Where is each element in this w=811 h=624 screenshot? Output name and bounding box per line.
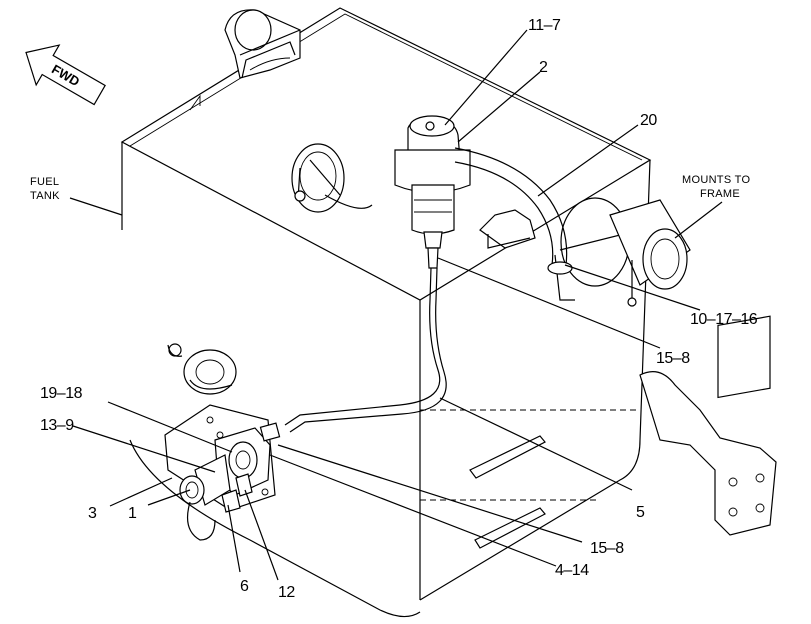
mounts-label-line1: MOUNTS TO <box>682 174 750 186</box>
right-mount-bracket <box>479 197 691 307</box>
forward-arrow-icon: FWD <box>25 44 106 106</box>
callout-6: 6 <box>240 578 249 595</box>
fuel-hose <box>284 267 447 433</box>
mounts-label-line2: FRAME <box>700 188 740 200</box>
tank-rails <box>469 435 546 549</box>
callout-2: 2 <box>539 59 548 76</box>
callout-12: 12 <box>278 584 295 601</box>
callout-13-9: 13–9 <box>40 417 74 434</box>
fuel-tank-label-line2: TANK <box>30 190 60 202</box>
callout-15-8-upper: 15–8 <box>656 350 690 367</box>
callout-3: 3 <box>88 505 97 522</box>
leader-lines <box>72 29 701 581</box>
drain-valve-assembly <box>164 343 281 541</box>
mounts-to-frame-note: MOUNTS TO FRAME <box>674 174 750 239</box>
callout-11-7: 11–7 <box>528 17 561 34</box>
fuel-tank-label-line1: FUEL <box>30 176 59 188</box>
callout-20: 20 <box>640 112 657 129</box>
frame-bracket <box>639 315 777 536</box>
vent-tube <box>454 147 573 275</box>
callout-5: 5 <box>636 504 645 521</box>
callout-labels: 11–7 2 20 10–17–16 15–8 19–18 13–9 3 1 6… <box>40 17 758 601</box>
callout-4-14: 4–14 <box>555 562 589 579</box>
callout-1: 1 <box>128 505 137 522</box>
callout-10-17-16: 10–17–16 <box>690 311 758 328</box>
top-mount-bracket <box>224 9 301 79</box>
fuel-tank-note: FUEL TANK <box>30 176 123 216</box>
fuel-tank-body <box>120 7 652 618</box>
callout-15-8-lower: 15–8 <box>590 540 624 557</box>
callout-19-18: 19–18 <box>40 385 83 402</box>
fuel-sender-unit <box>394 115 471 269</box>
filler-cap <box>291 143 373 213</box>
